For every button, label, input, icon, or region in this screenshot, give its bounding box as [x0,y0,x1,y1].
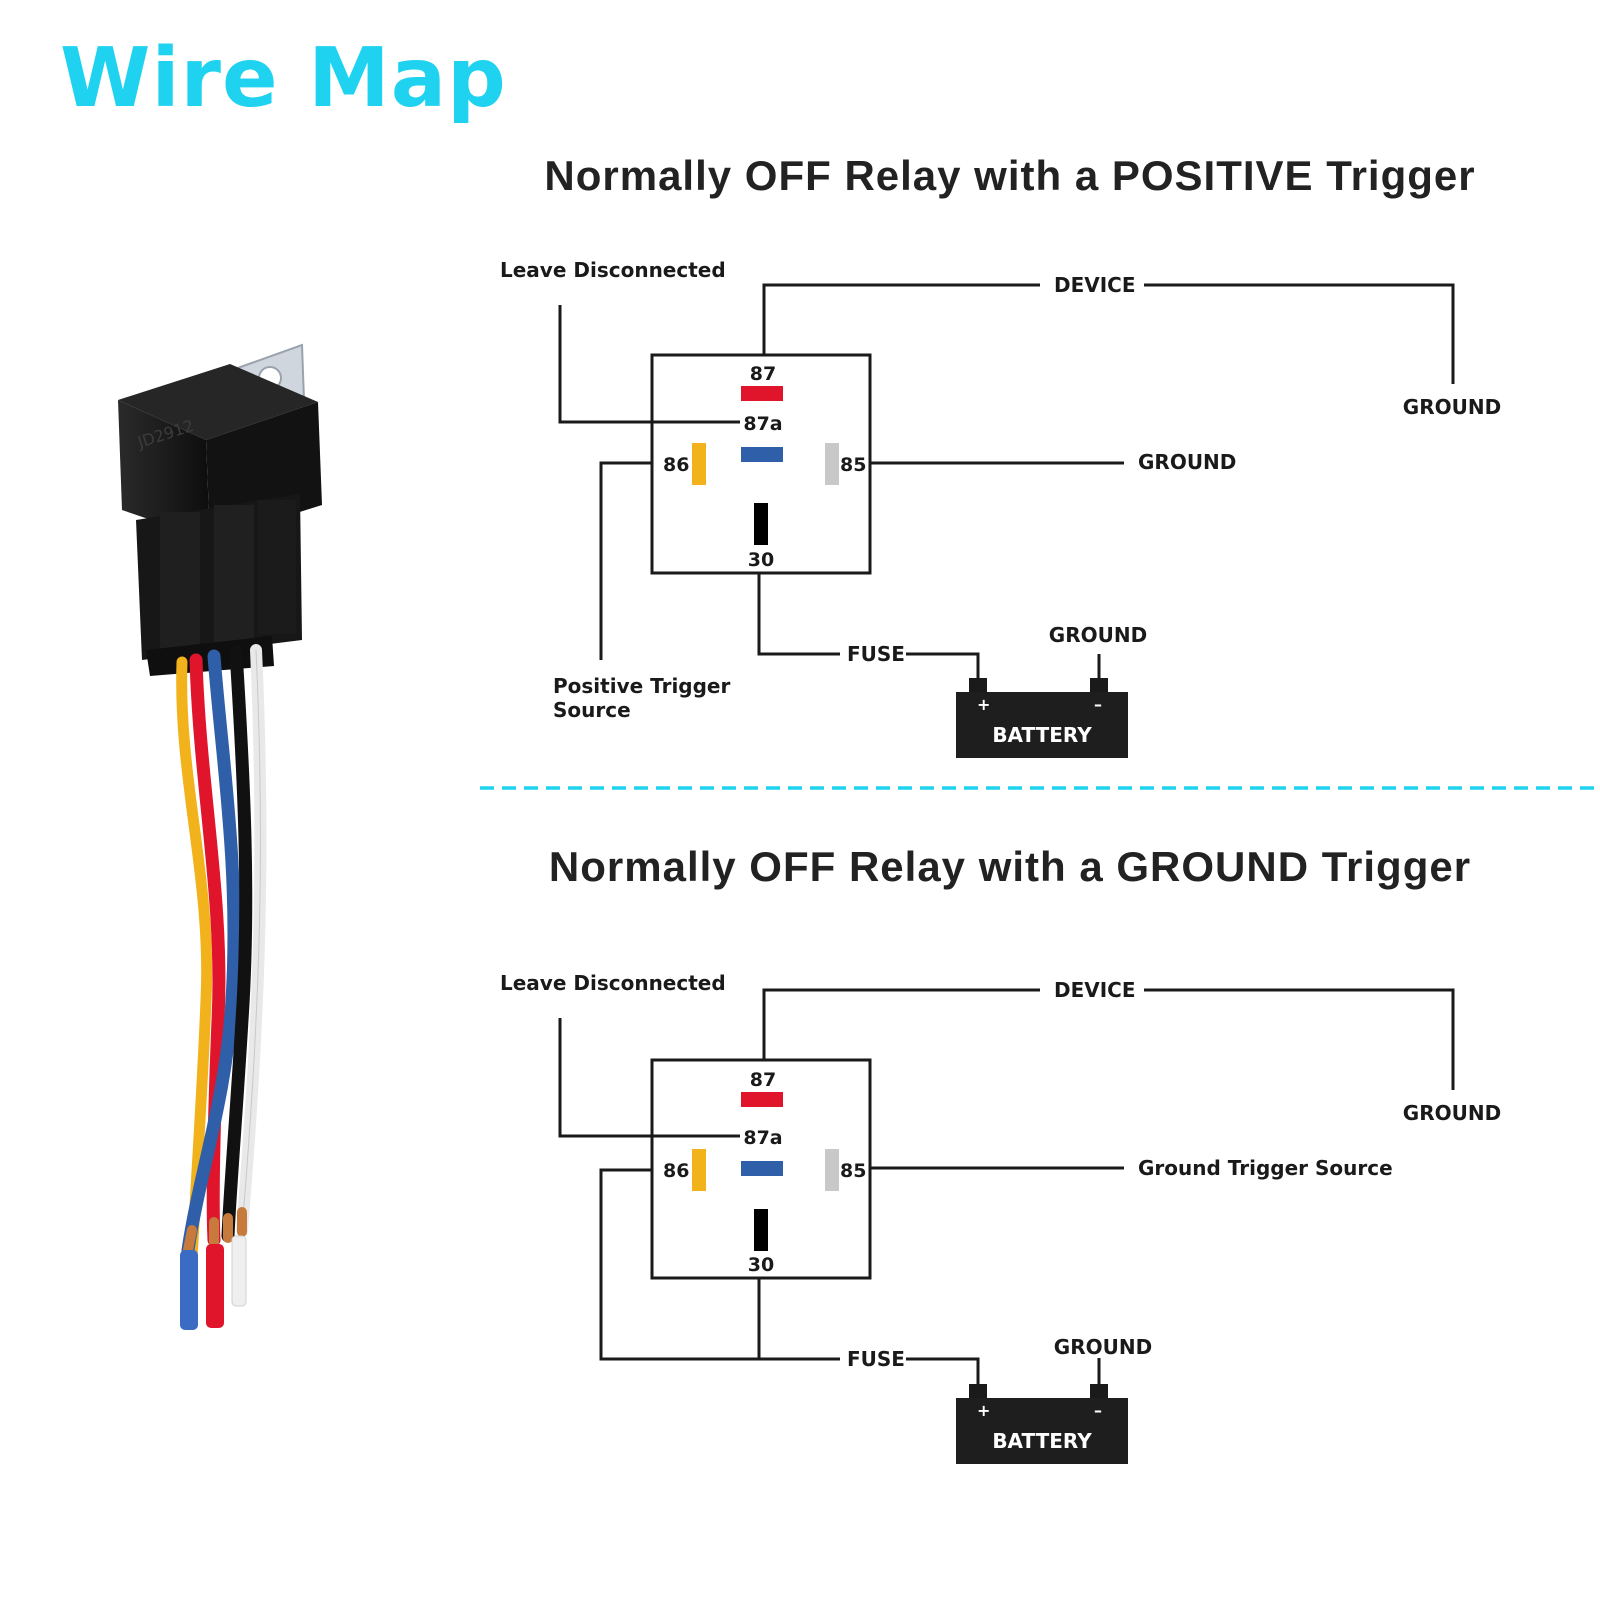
ground-trigger-source-label: Ground Trigger Source [1138,1156,1393,1180]
pin-85-marker [825,443,839,485]
relay-photo: JD2912 [118,343,322,676]
diagram-ground-trigger [558,988,1455,1390]
leave-disconnected-label: Leave Disconnected [500,258,726,282]
fuse-label: FUSE [847,1347,905,1371]
device-label: DEVICE [1054,273,1136,297]
battery-label: BATTERY [992,723,1092,747]
wire-fuse-battery [906,652,980,684]
wire-87-device [762,988,1040,1060]
wire-terminal-blue [180,1250,198,1330]
pin-87a-label: 87a [743,1127,782,1149]
pin-85-marker [825,1149,839,1191]
battery-terminal-positive [969,1384,987,1400]
wire-copper-end [183,1225,197,1255]
leave-disconnected-label: Leave Disconnected [500,971,726,995]
pin-30-label: 30 [748,1254,774,1276]
battery-body [956,692,1128,758]
wire-red [189,653,226,1247]
battery-minus-sign: – [1094,1401,1102,1420]
battery-plus-sign: + [977,1401,990,1420]
battery-terminal-negative [1090,1384,1108,1400]
battery-plus-sign: + [977,695,990,714]
socket-slot [258,500,296,634]
positive-trigger-label-line1: Positive Trigger [553,674,731,698]
wire-87-device [762,283,1040,355]
pin-87a-marker [741,1161,783,1176]
diagram-title-ground: Normally OFF Relay with a GROUND Trigger [548,843,1472,890]
device-ground-label: GROUND [1403,1101,1501,1125]
relay-top [118,364,318,440]
pin-85-label: 85 [840,1160,866,1182]
fuse-label: FUSE [847,642,905,666]
wire-white-outline [241,649,261,1231]
wire-86-to-30 [599,1168,759,1361]
wire-86-trigger [599,461,652,660]
diagram-positive-parts: + – BATTERY 87 87a 86 85 30 Leave Discon… [500,258,1501,758]
pin-87a-label: 87a [743,413,782,435]
device-ground-label: GROUND [1403,395,1501,419]
pin-30-label: 30 [748,549,774,571]
pin-86-marker [692,1149,706,1191]
relay-front-face [118,400,210,540]
wire-30-fuse [757,1278,840,1361]
pin-87-label: 87 [750,363,776,385]
pin-85-label: 85 [840,454,866,476]
socket-slot [160,512,200,652]
wire-87a-disconnected [558,1018,740,1138]
wire-device-ground [1144,283,1455,384]
battery-ground-label: GROUND [1049,623,1147,647]
battery-ground-label: GROUND [1054,1335,1152,1359]
wire-fuse-battery [906,1357,980,1390]
pin-87-marker [741,1092,783,1107]
pin-86-marker [692,443,706,485]
pin-87-marker [741,386,783,401]
wire-blue [181,649,241,1257]
battery-label: BATTERY [992,1429,1092,1453]
diagram-title-positive: Normally OFF Relay with a POSITIVE Trigg… [544,152,1476,199]
positive-trigger-label-line2: Source [553,698,631,722]
diagram-positive-trigger [558,283,1455,684]
page-title: Wire Map [60,31,507,126]
pin-86-label: 86 [663,454,689,476]
pin-30-marker [754,1209,768,1251]
pin-87-label: 87 [750,1069,776,1091]
socket-slot [214,505,254,645]
wire-terminal-red [206,1244,224,1328]
wire-black [221,645,253,1243]
diagram-ground-parts: + – BATTERY 87 87a 86 85 30 Leave Discon… [500,971,1501,1464]
wire-terminal-white [231,1235,247,1307]
battery-minus-sign: – [1094,695,1102,714]
pin-86-label: 86 [663,1160,689,1182]
pin-87a-marker [741,447,783,462]
wire-device-ground [1144,988,1455,1090]
wire-87a-disconnected [558,305,740,424]
battery-terminal-negative [1090,678,1108,694]
wire-30-fuse [757,573,840,656]
relay-wires [176,644,267,1330]
battery-terminal-positive [969,678,987,694]
pin85-ground-label: GROUND [1138,450,1236,474]
battery-body [956,1398,1128,1464]
device-label: DEVICE [1054,978,1136,1002]
pin-30-marker [754,503,768,545]
